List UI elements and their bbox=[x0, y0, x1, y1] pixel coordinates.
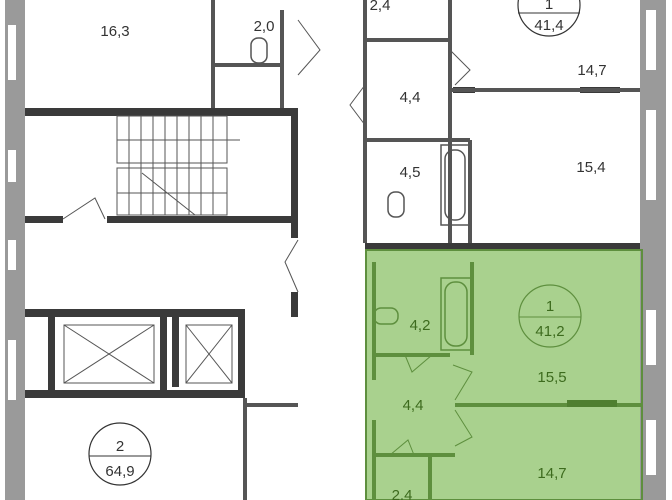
room-area-label: 4,4 bbox=[403, 397, 424, 414]
room-area-label: 14,7 bbox=[577, 62, 606, 79]
room-area-label: 4,2 bbox=[410, 317, 431, 334]
room-area-label: 15,5 bbox=[537, 369, 566, 386]
toilet-icon bbox=[373, 307, 399, 325]
apartment-total-area: 64,9 bbox=[105, 463, 134, 480]
apartment-room-count: 1 bbox=[546, 298, 554, 315]
bathtub-icon bbox=[440, 144, 470, 226]
doors bbox=[62, 19, 471, 293]
apartment-badge[interactable]: 1 41,4 bbox=[517, 0, 581, 37]
apartment-room-count: 2 bbox=[116, 438, 124, 455]
room-area-label: 4,4 bbox=[400, 89, 421, 106]
partition-walls bbox=[211, 0, 640, 500]
apartment-badge-highlighted[interactable]: 1 41,2 bbox=[518, 284, 582, 348]
apartment-room-count: 1 bbox=[545, 0, 553, 13]
room-area-label: 4,5 bbox=[400, 164, 421, 181]
room-area-label: 2,4 bbox=[370, 0, 391, 14]
apartment-total-area: 41,4 bbox=[534, 17, 563, 34]
room-area-label: 15,4 bbox=[576, 159, 605, 176]
windows bbox=[8, 10, 656, 475]
bathtub-icon bbox=[440, 277, 472, 351]
toilet-icon bbox=[250, 37, 405, 218]
room-area-label: 2,0 bbox=[254, 18, 275, 35]
room-area-label: 2,4 bbox=[392, 487, 413, 500]
elevator-shaft bbox=[63, 324, 233, 384]
apartment-total-area: 41,2 bbox=[535, 323, 564, 340]
apartment-badge[interactable]: 2 64,9 bbox=[88, 422, 152, 486]
room-area-label: 16,3 bbox=[100, 23, 129, 40]
highlighted-apartment-area[interactable] bbox=[366, 250, 642, 500]
room-area-label: 14,7 bbox=[537, 465, 566, 482]
highlighted-window-wall bbox=[567, 400, 617, 407]
stairs bbox=[116, 115, 240, 216]
highlighted-apartment-walls bbox=[365, 249, 643, 500]
highlighted-doors bbox=[389, 354, 473, 456]
